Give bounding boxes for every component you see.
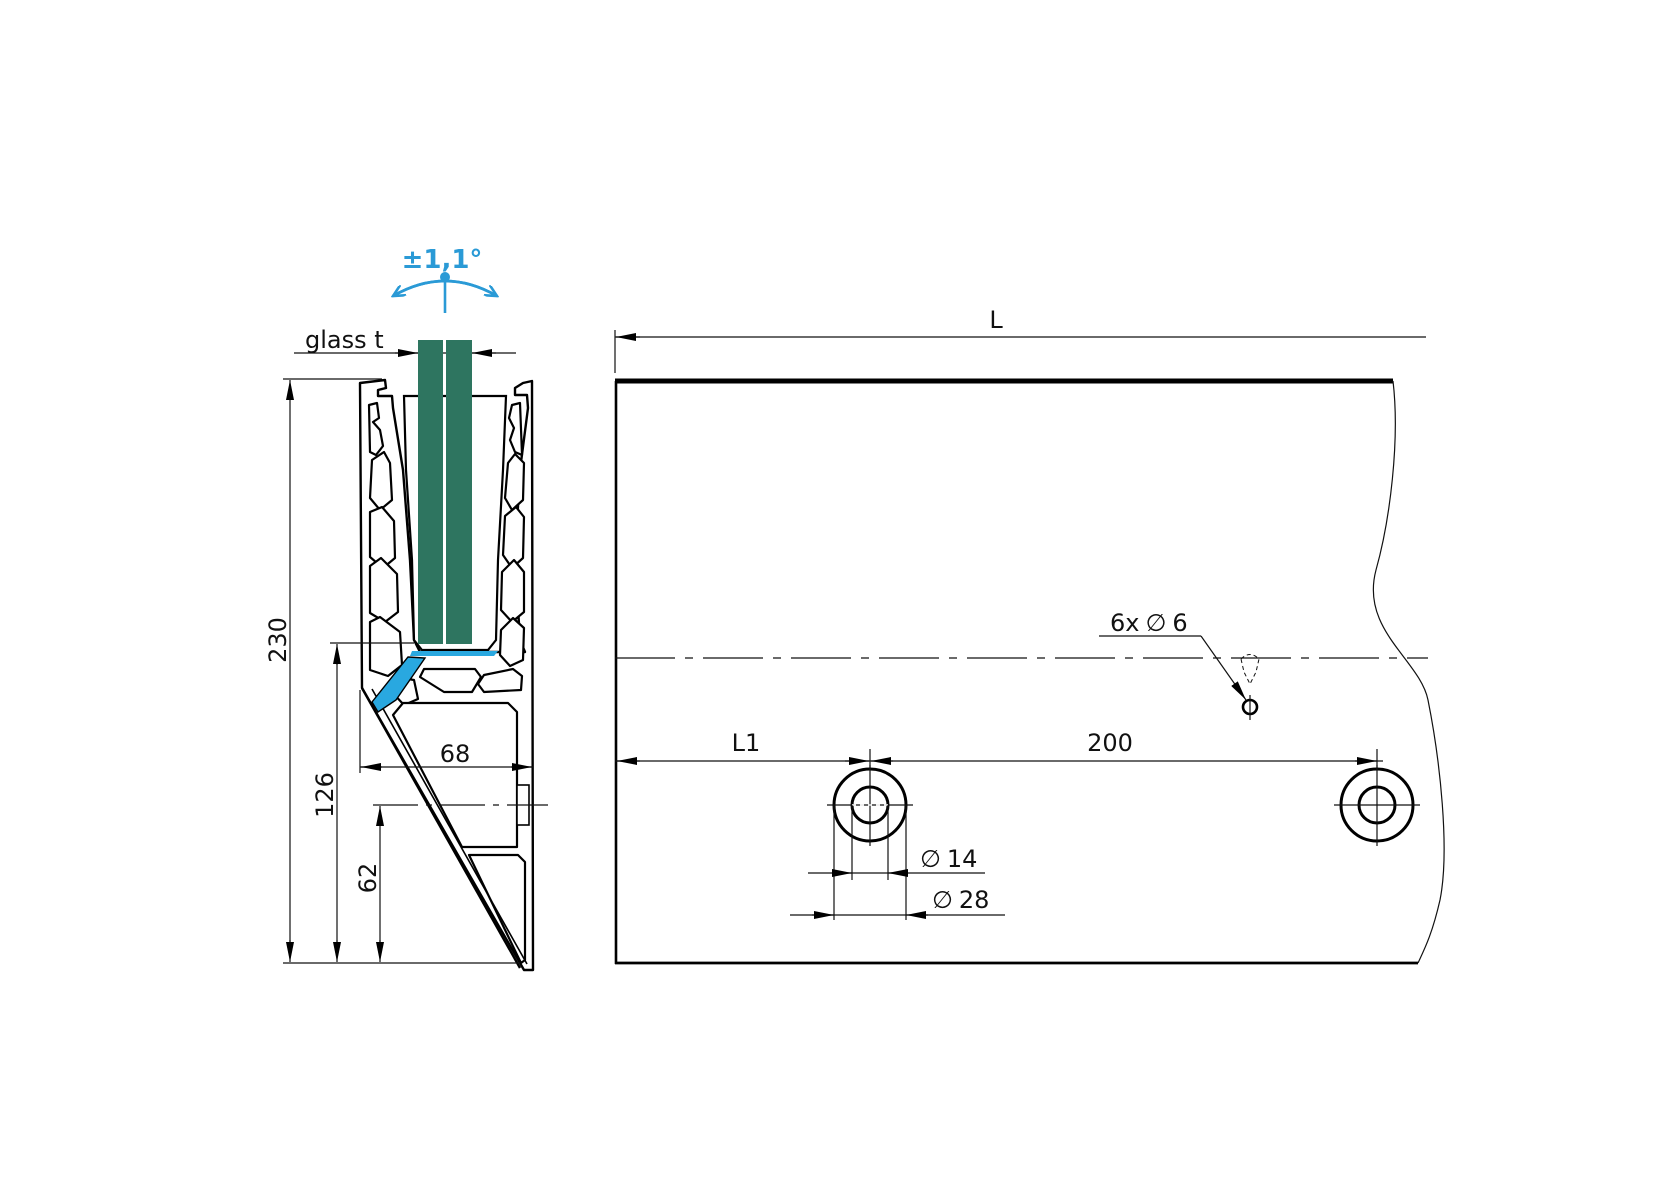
length-label: L <box>989 306 1003 334</box>
bolt-hole-diameter-dimensions: ∅14 ∅28 <box>790 805 1005 920</box>
drain-hole-callout: 6x∅6 <box>1099 609 1260 720</box>
tilt-indicator: ±1,1° <box>393 245 497 313</box>
section-view: ±1,1° glass t <box>264 245 548 972</box>
glass-panes <box>418 340 472 644</box>
break-line <box>1372 380 1445 964</box>
glass-pane-left <box>418 340 443 644</box>
outer-diameter-label: ∅28 <box>932 886 989 914</box>
glass-thickness-dimension: glass t <box>294 326 516 357</box>
pivot-dot-icon <box>440 272 450 282</box>
dimension-230: 230 <box>264 378 520 964</box>
rail-elevation <box>614 378 1445 965</box>
dimension-126: 126 <box>311 642 414 962</box>
bolt-hole-left <box>827 765 913 846</box>
dimension-126-label: 126 <box>311 772 339 818</box>
dimension-230-label: 230 <box>264 617 292 663</box>
gasket <box>371 651 498 713</box>
spacing-label: 200 <box>1087 729 1133 757</box>
tilt-label: ±1,1° <box>402 245 483 275</box>
dimension-62: 62 <box>354 804 548 962</box>
dimension-68-label: 68 <box>440 740 471 768</box>
dimension-62-label: 62 <box>354 863 382 894</box>
l1-label: L1 <box>732 729 761 757</box>
glass-thickness-label: glass t <box>305 326 384 354</box>
drain-hole-label: 6x∅6 <box>1110 609 1188 637</box>
dimension-68: 68 <box>359 690 533 773</box>
dimension-hole-positions: L1 200 <box>615 729 1383 770</box>
bolt-hole-right <box>1334 765 1420 846</box>
side-view: L 6x∅6 L1 200 <box>614 306 1445 965</box>
dimension-length: L <box>614 306 1426 373</box>
glass-pane-right <box>446 340 472 644</box>
inner-diameter-label: ∅14 <box>920 845 977 873</box>
